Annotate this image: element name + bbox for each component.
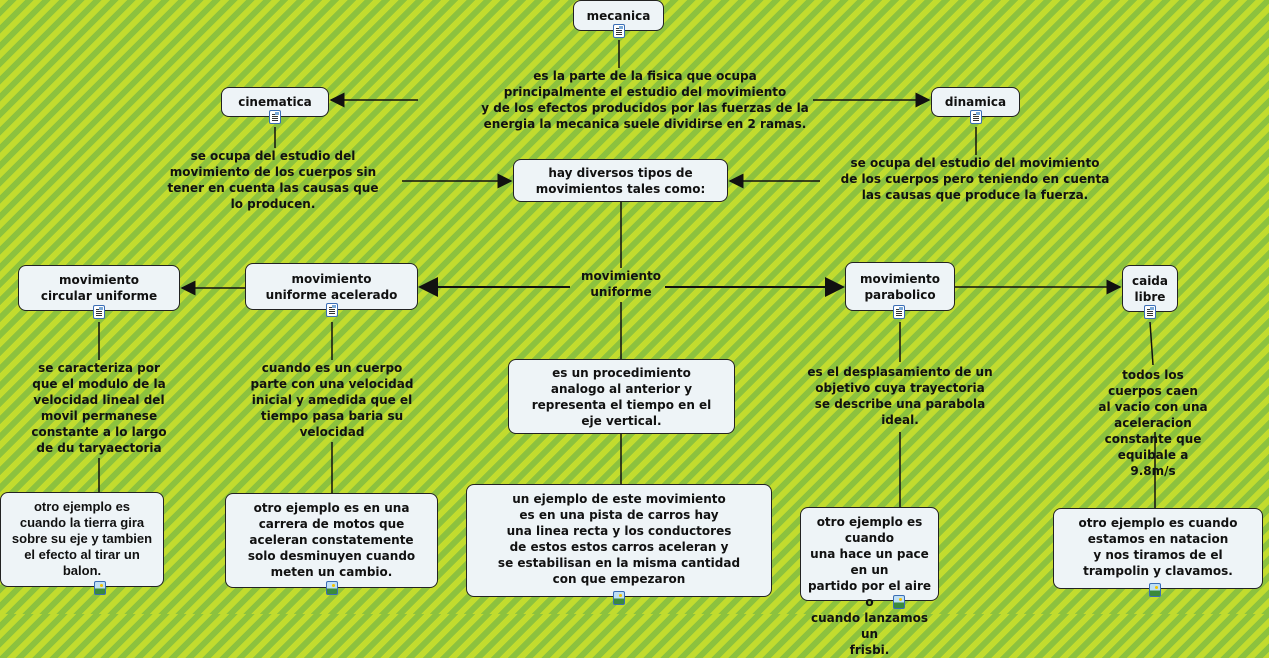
concept-label: movimiento parabolico [860,271,940,302]
linking-phrase-mecanica[interactable]: es la parte de la fisica que ocupa princ… [481,69,809,131]
image-icon[interactable] [94,581,106,595]
linking-phrase-uniforme[interactable]: movimiento uniforme [581,269,661,299]
image-icon[interactable] [613,591,625,605]
concept-label: mecanica [586,8,651,23]
linking-phrase-circular[interactable]: se caracteriza por que el modulo de la v… [31,361,167,455]
concept-procedimiento[interactable]: es un procedimiento analogo al anterior … [508,359,735,434]
image-icon[interactable] [893,595,905,609]
concept-ejemplo-caida[interactable]: otro ejemplo es cuando estamos en nataci… [1053,508,1263,589]
linking-phrase-caida[interactable]: todos los cuerpos caen al vacio con una … [1098,368,1208,478]
document-icon[interactable] [613,24,625,38]
document-icon[interactable] [269,110,281,124]
concept-label: movimiento uniforme acelerado [265,271,398,302]
concept-label: otro ejemplo es cuando estamos en nataci… [1078,516,1238,578]
concept-cinematica[interactable]: cinematica [221,87,329,117]
concept-label: dinamica [944,95,1007,109]
concept-label: otro ejemplo es cuando una hace un pace … [807,515,932,657]
concept-label: caida libre [1131,273,1168,304]
connection-lines [98,40,1156,508]
linking-phrase-parabolico[interactable]: es el desplasamiento de un objetivo cuya… [807,365,993,427]
concept-label: otro ejemplo es cuando la tierra gira so… [11,499,153,578]
document-icon[interactable] [93,305,105,319]
document-icon[interactable] [970,110,982,124]
concept-label: movimiento circular uniforme [40,273,158,303]
linking-phrase-acelerado[interactable]: cuando es un cuerpo parte con una veloci… [250,361,414,439]
concept-ejemplo-circular[interactable]: otro ejemplo es cuando la tierra gira so… [0,492,164,587]
document-icon[interactable] [893,305,905,319]
linking-phrase-dinamica[interactable]: se ocupa del estudio del movimiento de l… [840,156,1110,202]
document-icon[interactable] [1144,305,1156,319]
image-icon[interactable] [1149,583,1161,597]
document-icon[interactable] [326,303,338,317]
concept-circular-uniforme[interactable]: movimiento circular uniforme [18,265,180,311]
concept-label: es un procedimiento analogo al anterior … [531,365,712,428]
linking-phrase-cinematica[interactable]: se ocupa del estudio del movimiento de l… [167,149,379,211]
concept-ejemplo-parabolico[interactable]: otro ejemplo es cuando una hace un pace … [800,507,939,657]
concept-ejemplo-acelerado[interactable]: otro ejemplo es en una carrera de motos … [225,493,438,588]
concept-label: cinematica [238,95,312,109]
concept-label: otro ejemplo es en una carrera de motos … [247,501,416,579]
concept-uniforme-acelerado[interactable]: movimiento uniforme acelerado [245,263,418,310]
concept-ejemplo-uniforme[interactable]: un ejemplo de este movimiento es en una … [466,484,772,597]
concept-label: hay diversos tipos de movimientos tales … [535,165,706,196]
concept-tipos-movimientos[interactable]: hay diversos tipos de movimientos tales … [513,159,728,202]
image-icon[interactable] [326,581,338,595]
concept-label: un ejemplo de este movimiento es en una … [497,492,741,586]
concept-caida-libre[interactable]: caida libre [1122,265,1178,312]
concept-parabolico[interactable]: movimiento parabolico [845,262,955,311]
